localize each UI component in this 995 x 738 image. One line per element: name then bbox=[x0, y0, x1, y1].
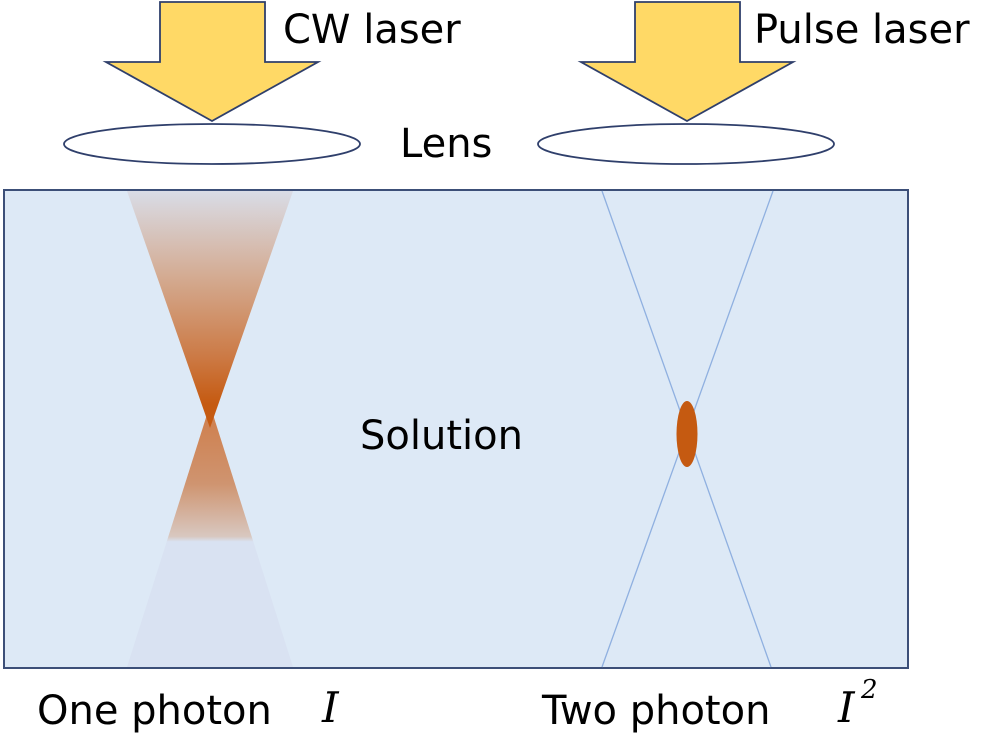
cw-laser-arrow-icon bbox=[102, 1, 322, 123]
one-photon-beam-lower-cone bbox=[127, 405, 293, 667]
right-lens-icon bbox=[537, 123, 835, 165]
lens-label: Lens bbox=[400, 121, 492, 167]
two-photon-intensity-symbol: I bbox=[837, 683, 856, 732]
pulse-laser-arrow-icon bbox=[577, 1, 797, 123]
pulse-laser-label: Pulse laser bbox=[754, 7, 970, 53]
two-photon-label: Two photon bbox=[541, 688, 770, 734]
two-photon-exponent: 2 bbox=[860, 675, 878, 705]
one-photon-beam-upper-cone bbox=[127, 191, 293, 428]
one-photon-label: One photon bbox=[37, 688, 272, 734]
one-photon-intensity-symbol: I bbox=[321, 683, 340, 732]
cw-laser-label: CW laser bbox=[283, 7, 461, 53]
two-photon-focal-spot bbox=[676, 401, 698, 467]
one-photon-beam bbox=[127, 191, 293, 667]
left-lens-icon bbox=[63, 123, 361, 165]
two-photon-beam bbox=[601, 190, 774, 668]
solution-label: Solution bbox=[360, 413, 523, 459]
